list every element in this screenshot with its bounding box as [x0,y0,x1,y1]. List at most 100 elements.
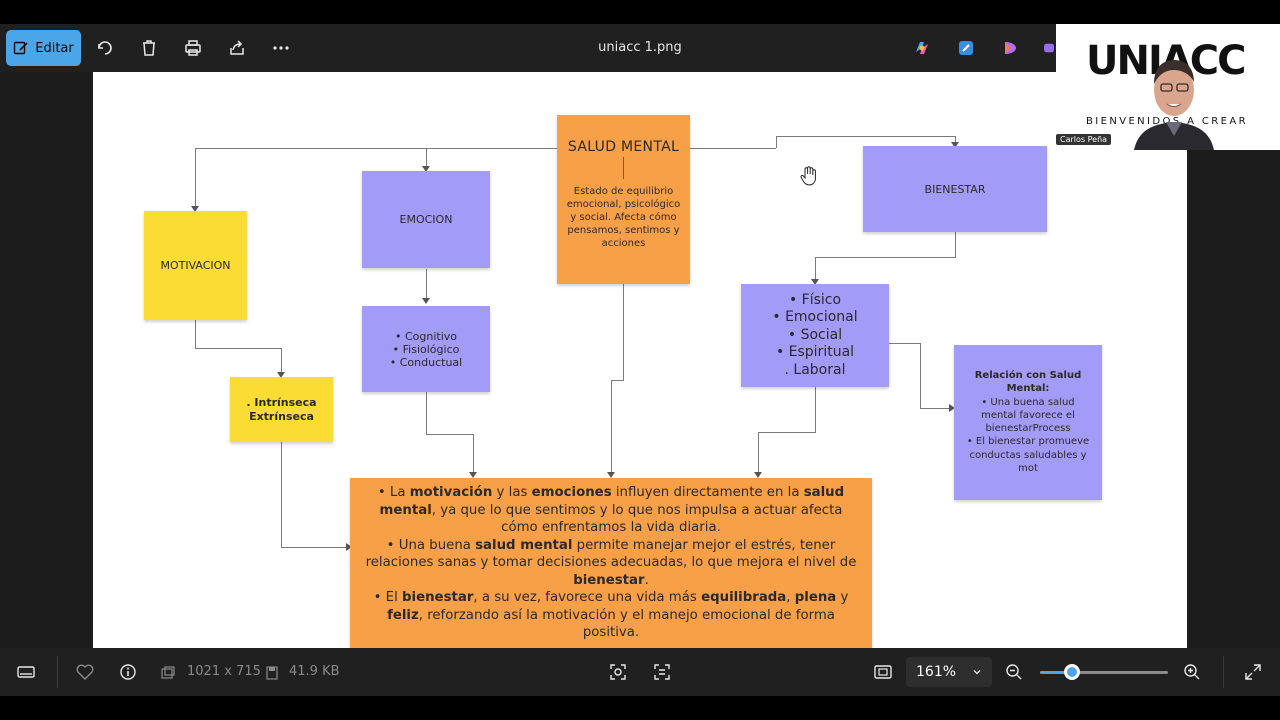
summary-text: , reforzando así la motivación y el mane… [418,607,835,641]
summary-bold-text: equilibrada [701,590,787,605]
rotate-icon[interactable] [93,36,117,60]
connector-line [195,348,281,349]
connector-line [426,269,427,299]
edit-button[interactable]: Editar [6,30,81,66]
fit-to-window-icon[interactable] [873,662,893,686]
connector-line [426,148,427,168]
connector-line [426,392,427,434]
summary-text: • Una buena [386,537,476,553]
participant-name-tag: Carlos Peña [1056,134,1112,145]
file-size: 41.9 KB [289,664,340,679]
emocion-item: • Fisiológico [392,342,460,356]
chevron-down-icon [973,670,981,675]
arrow-head [754,472,762,478]
summary-text: y las [492,485,532,500]
zoom-level-value: 161% [916,664,957,680]
emocion-label: EMOCION [399,213,453,226]
connector-line [281,348,282,374]
favorite-heart-icon[interactable] [76,663,94,685]
divider [1223,656,1224,688]
arrow-head [949,404,955,412]
image-canvas: SALUD MENTAL Estado de equilibrio emocio… [93,72,1187,648]
bienestar-item: • Emocional [772,309,858,326]
connector-line [281,547,347,548]
emocion-items-box: • Cognitivo • Fisiológico • Conductual [362,306,490,392]
summary-bold-text: bienestar [573,572,645,588]
summary-bold-text: salud mental [475,537,573,553]
connector-line [758,432,816,433]
summary-text: , [786,590,795,605]
summary-box: • La motivación y las emociones influyen… [350,478,872,648]
salud-mental-description: Estado de equilibrio emocional, psicológ… [566,186,681,249]
zoom-out-icon[interactable] [1005,663,1023,685]
paint-icon[interactable] [954,36,978,60]
connector-line [281,442,282,547]
bienestar-item: • Social [787,326,843,343]
bottom-letterbox [0,696,1280,720]
intrinseca-line-2: Extrínseca [249,409,314,423]
zoom-in-icon[interactable] [1183,663,1201,685]
designer-icon[interactable] [1042,36,1056,60]
zoom-slider-track[interactable] [1040,671,1168,674]
arrow-head [346,543,352,551]
summary-bold-text: bienestar [402,590,474,605]
more-icon[interactable] [269,36,293,60]
summary-bold-text: feliz [387,607,419,623]
arrow-head [951,142,959,148]
image-dimensions: 1021 x 715 [187,664,261,679]
connector-line [920,408,950,409]
connector-line [758,432,759,476]
bienestar-item: • Espiritual [775,344,855,361]
zoom-slider-fill [1040,671,1072,674]
bienestar-items-box: • Físico • Emocional • Social • Espiritu… [741,284,889,387]
logo-banner-text: BIENVENIDOS A CREAR [1086,116,1248,127]
arrow-head [191,206,199,212]
text-scan-icon[interactable] [652,662,672,686]
summary-text: permite manejar mejor el estrés, tener r… [365,537,857,571]
inner-arrow-line [623,157,624,179]
file-name-title: uniacc 1.png [598,40,682,55]
arrow-head [277,372,285,378]
copilot-icon[interactable] [910,36,934,60]
connector-line [815,257,816,281]
summary-text: , a su vez, favorece una vida más [473,590,702,605]
summary-text: • El [373,590,402,605]
file-size-icon [265,665,279,684]
summary-bold-text: plena [794,590,837,605]
visual-search-icon[interactable] [608,662,628,686]
connector-line [426,434,473,435]
summary-text: y [836,590,849,605]
connector-line [888,343,920,344]
dimensions-icon [161,665,175,684]
arrow-head [422,166,430,172]
zoom-level-dropdown[interactable]: 161% [906,657,992,687]
share-icon[interactable] [225,36,249,60]
summary-bold-text: salud mental [379,485,845,518]
bienestar-item: . Laboral [784,361,846,378]
summary-paragraph-1: • La motivación y las emociones influyen… [360,484,862,537]
webcam-overlay: UNIACC BIENVENIDOS A CREAR Carlos Peña [1056,24,1280,150]
summary-text: influyen directamente en la [611,485,804,500]
relacion-line-2: • El bienestar promueve conductas saluda… [966,436,1090,475]
connector-line [195,148,559,149]
filmstrip-icon[interactable] [16,662,36,686]
info-icon[interactable] [119,663,137,685]
connector-line [815,257,956,258]
zoom-slider-thumb[interactable] [1064,664,1080,680]
summary-bold-text: emociones [531,485,612,500]
relacion-box: Relación con Salud Mental: • Una buena s… [954,345,1102,500]
summary-text: • La [377,485,410,500]
emocion-item: • Conductual [389,355,463,369]
print-icon[interactable] [181,36,205,60]
trash-icon[interactable] [137,36,161,60]
salud-mental-box: SALUD MENTAL Estado de equilibrio emocio… [557,115,690,284]
summary-bold-text: motivación [409,485,493,500]
divider [57,656,58,688]
presenter-avatar [1134,40,1214,150]
fullscreen-icon[interactable] [1244,663,1262,685]
intrinseca-line-1: . Intrínseca [246,395,317,409]
connector-line [815,387,816,432]
summary-paragraph-2: • Una buena salud mental permite manejar… [360,537,862,590]
clipchamp-icon[interactable] [998,36,1022,60]
connector-line [776,136,777,148]
